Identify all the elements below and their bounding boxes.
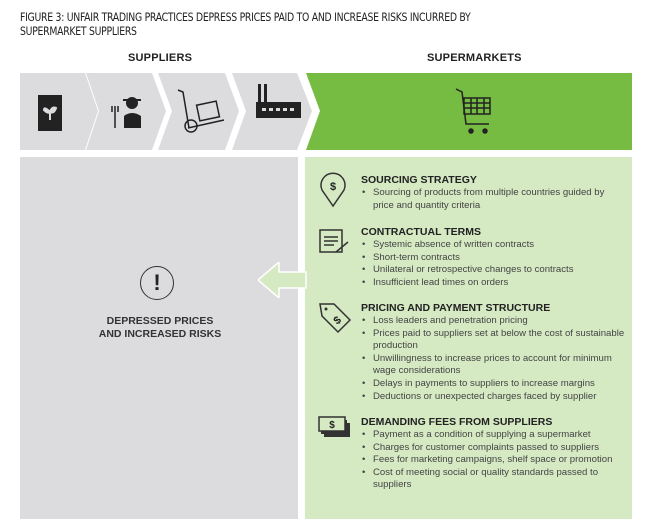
money-stack-icon: $	[318, 416, 350, 437]
section-pricing-payment: PRICING AND PAYMENT STRUCTURE Loss leade…	[361, 302, 626, 403]
list-item: Cost of meeting social or quality standa…	[361, 467, 626, 492]
list-item: Sourcing of products from multiple count…	[361, 187, 626, 212]
svg-text:$: $	[330, 181, 336, 193]
list-item: Delays in payments to suppliers to incre…	[361, 378, 626, 391]
suppliers-heading: SUPPLIERS	[128, 52, 193, 64]
shopping-cart-icon	[455, 88, 491, 134]
list-item: Prices paid to suppliers set at below th…	[361, 328, 626, 353]
svg-text:$: $	[331, 314, 343, 327]
section-demanding-fees: DEMANDING FEES FROM SUPPLIERS Payment as…	[361, 416, 626, 492]
svg-text:$: $	[329, 420, 335, 431]
list-item: Loss leaders and penetration pricing	[361, 315, 626, 328]
supply-chain-band	[20, 73, 632, 150]
list-item: Short-term contracts	[361, 252, 626, 265]
chevron-farmer	[86, 73, 166, 150]
left-arrow-icon	[258, 262, 307, 298]
section-sourcing-strategy: SOURCING STRATEGY Sourcing of products f…	[361, 174, 626, 212]
figure-title: FIGURE 3: UNFAIR TRADING PRACTICES DEPRE…	[20, 10, 471, 38]
outcome-line-1: DEPRESSED PRICES	[106, 315, 214, 327]
list-item: Unwillingness to increase prices to acco…	[361, 353, 626, 378]
exclamation-icon: !	[140, 266, 174, 300]
section-contractual-terms: CONTRACTUAL TERMS Systemic absence of wr…	[361, 226, 626, 289]
hand-truck-icon	[177, 89, 225, 133]
list-item: Payment as a condition of supplying a su…	[361, 429, 626, 442]
list-item: Insufficient lead times on orders	[361, 277, 626, 290]
seed-bag-icon	[38, 95, 62, 131]
outcome-panel	[20, 157, 298, 519]
factory-icon	[256, 84, 301, 118]
list-item: Fees for marketing campaigns, shelf spac…	[361, 454, 626, 467]
list-item: Systemic absence of written contracts	[361, 239, 626, 252]
location-dollar-icon: $	[320, 172, 346, 208]
supermarkets-heading: SUPERMARKETS	[427, 52, 522, 64]
list-item: Charges for customer complaints passed t…	[361, 442, 626, 455]
chevron-supermarket	[306, 73, 632, 150]
section-title: CONTRACTUAL TERMS	[361, 226, 481, 238]
list-item: Deductions or unexpected charges faced b…	[361, 391, 626, 404]
section-title: SOURCING STRATEGY	[361, 174, 477, 186]
contract-icon	[319, 229, 349, 253]
price-tag-icon: $	[319, 303, 352, 334]
section-title: PRICING AND PAYMENT STRUCTURE	[361, 302, 551, 314]
section-title: DEMANDING FEES FROM SUPPLIERS	[361, 416, 553, 428]
outcome-line-2: AND INCREASED RISKS	[98, 328, 222, 340]
list-item: Unilateral or retrospective changes to c…	[361, 264, 626, 277]
farmer-icon	[111, 97, 141, 128]
